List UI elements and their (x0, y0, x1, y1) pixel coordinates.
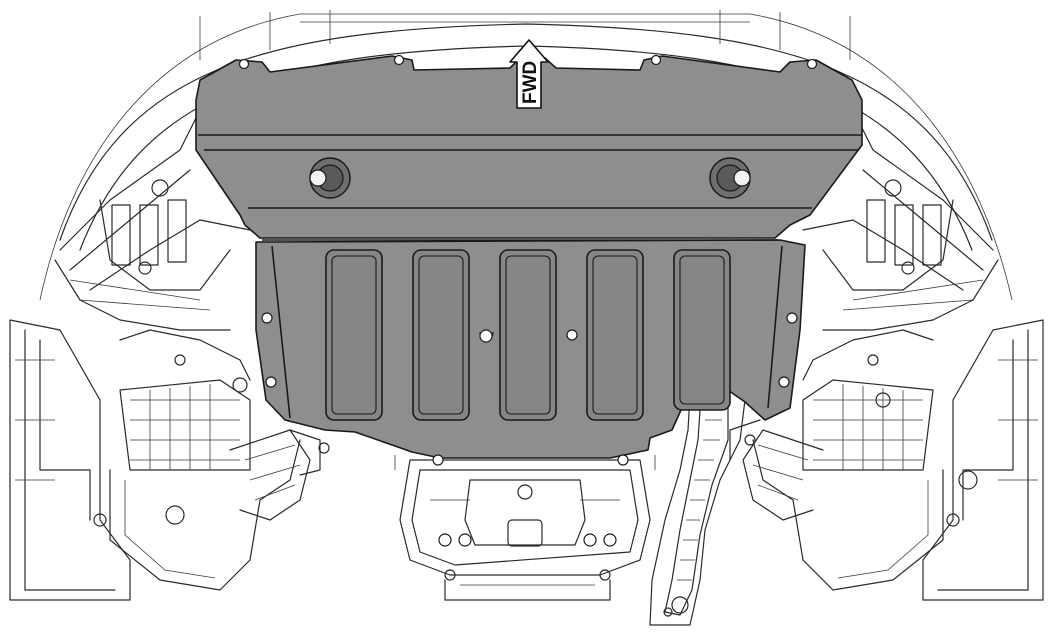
mounting-boss-right (709, 157, 751, 199)
frame-arm (649, 384, 746, 626)
forward-label: FWD (520, 61, 541, 104)
top-mounting-tabs (238, 54, 818, 70)
skid-plate: FWD (195, 39, 863, 466)
mounting-boss-left (309, 157, 351, 199)
right-side-panel (742, 109, 1044, 601)
chassis-line-art (9, 10, 1044, 626)
left-side-panel (9, 109, 311, 601)
fastener-holes (261, 312, 798, 466)
misc-brackets (289, 419, 761, 476)
stiffening-recesses (325, 249, 731, 421)
forward-arrow-icon: FWD (509, 39, 549, 109)
center-subframe (399, 459, 651, 601)
bumper-outline (39, 10, 1013, 301)
plate-front-section (195, 55, 863, 239)
